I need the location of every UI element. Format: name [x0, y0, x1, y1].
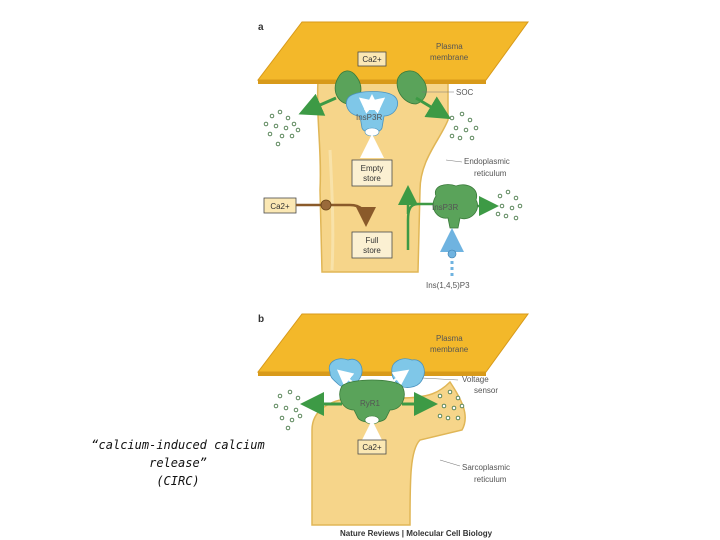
plasma-membrane: [256, 21, 529, 81]
caption-line-2: (CIRC): [156, 474, 200, 488]
sr-label-1: Sarcoplasmic: [462, 463, 510, 472]
ca-label-b: Ca2+: [362, 443, 382, 452]
er-label-1: Endoplasmic: [464, 157, 510, 166]
voltage-sensor-label-1: Voltage: [462, 375, 489, 384]
ca-label-left: Ca2+: [270, 202, 290, 211]
calcium-ions-b-left: [273, 389, 303, 431]
insp3r-label-right: InsP3R: [432, 203, 458, 212]
er-label-2: reticulum: [474, 169, 507, 178]
plasma-membrane-label-a1: Plasma: [436, 42, 463, 51]
soc-label: SOC: [456, 88, 474, 97]
plasma-membrane-label-a2: membrane: [430, 53, 469, 62]
figure-credit: Nature Reviews | Molecular Cell Biology: [340, 529, 493, 538]
plasma-membrane-label-b2: membrane: [430, 345, 469, 354]
ip3-label: Ins(1,4,5)P3: [426, 281, 470, 290]
calcium-ions-a-er: [495, 189, 523, 221]
calcium-ions-a-left: [263, 109, 301, 147]
full-store-label-1: Full: [366, 236, 379, 245]
panel-b-letter: b: [258, 314, 264, 325]
caption-line-1: “calcium-induced calcium release”: [91, 438, 265, 470]
full-store-label-2: store: [363, 246, 381, 255]
empty-store-label-1: Empty: [361, 164, 384, 173]
ca-label-top: Ca2+: [362, 55, 382, 64]
ryr1-channel: [339, 379, 405, 423]
ryr1-label: RyR1: [360, 399, 381, 408]
voltage-sensor-label-2: sensor: [474, 386, 498, 395]
calcium-ions-a-right: [449, 111, 479, 141]
plasma-membrane-b: [256, 313, 529, 373]
arrow-soc-left: [298, 93, 337, 116]
arrow-soc-right: [415, 96, 452, 120]
empty-store-label-2: store: [363, 174, 381, 183]
calcium-ions-b-right: [437, 389, 465, 421]
plasma-membrane-label-b1: Plasma: [436, 334, 463, 343]
insp3r-label-top: InsP3R: [356, 113, 382, 122]
panel-a-letter: a: [258, 22, 264, 33]
sr-label-2: reticulum: [474, 475, 507, 484]
arrow-calcium-uptake: [296, 203, 376, 227]
caption: “calcium-induced calcium release” (CIRC): [62, 436, 294, 490]
insp3r-channel-right: [432, 184, 478, 229]
